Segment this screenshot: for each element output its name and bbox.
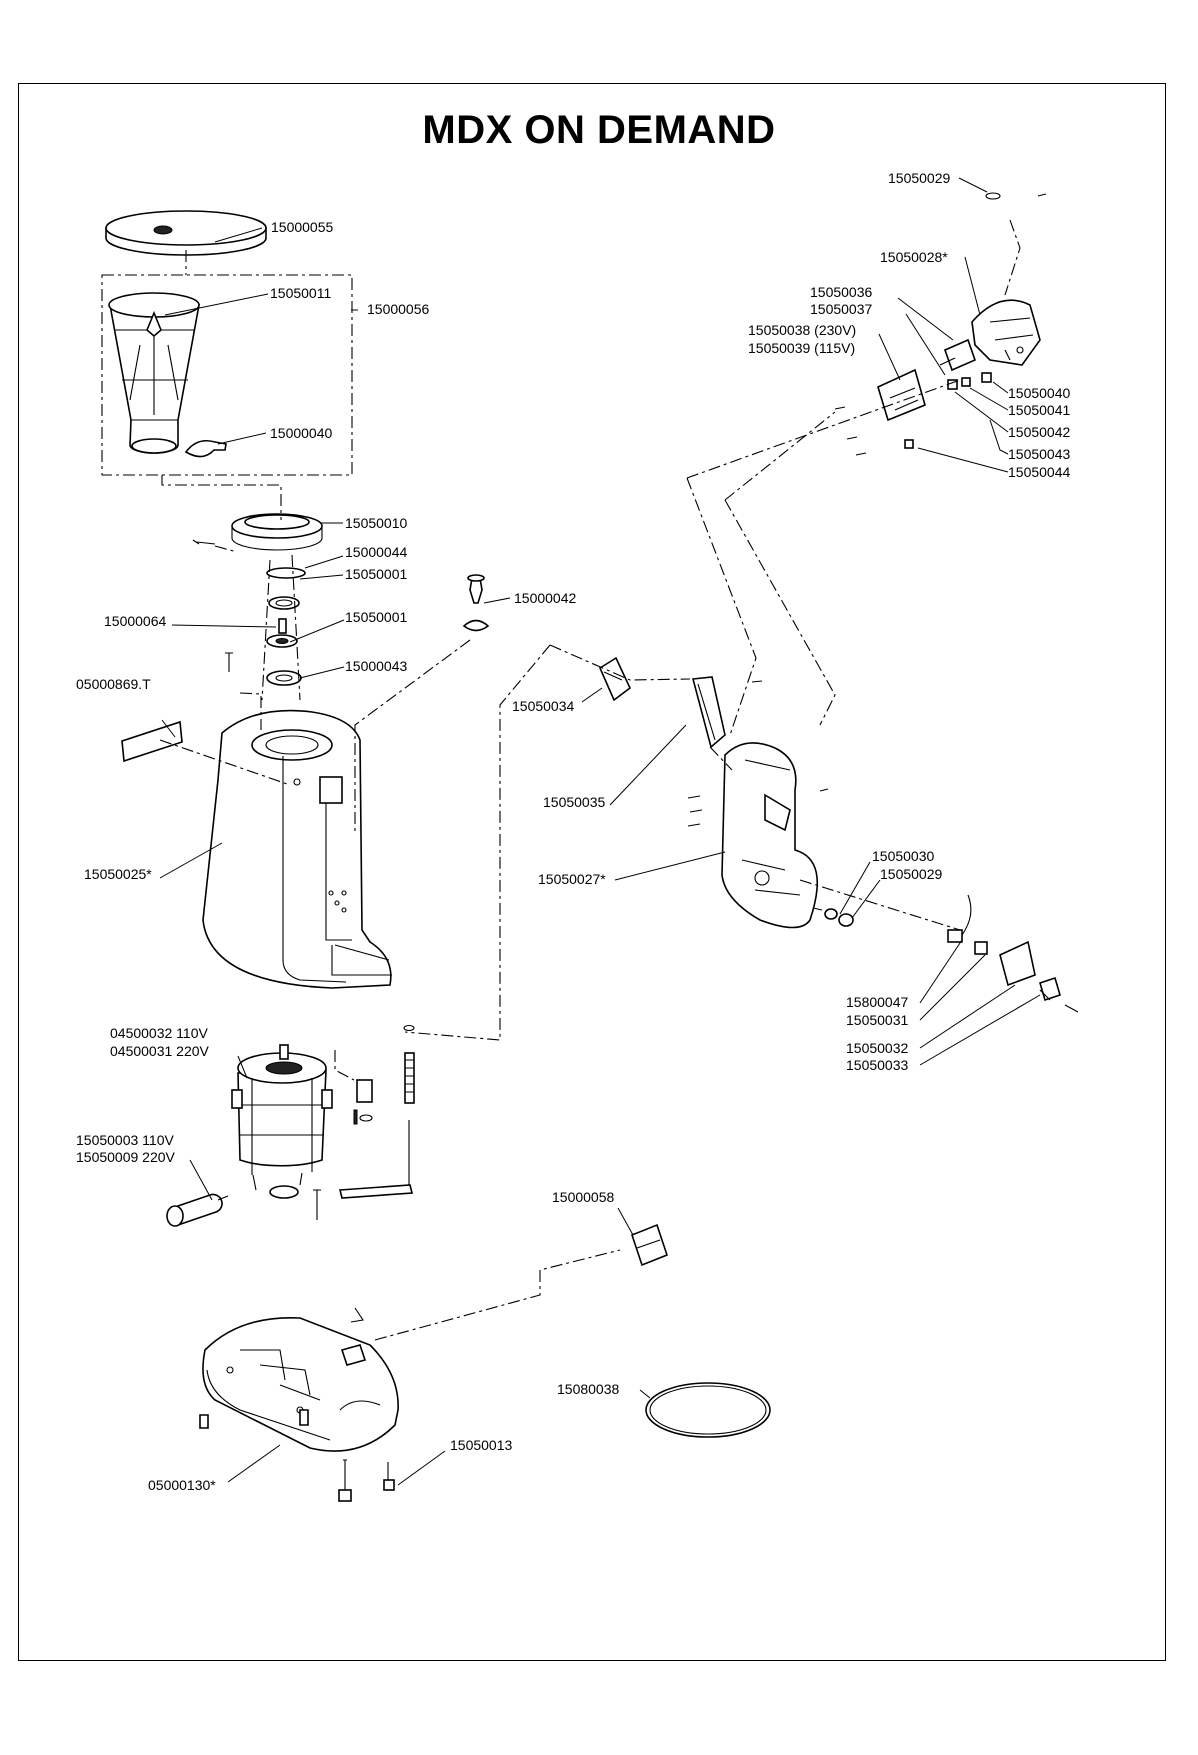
part-label-15050001-a: 15050001 xyxy=(345,566,408,582)
part-label-15050040: 15050040 xyxy=(1008,385,1071,401)
part-label-15000042: 15000042 xyxy=(514,590,577,606)
part-label-15800047: 15800047 xyxy=(846,994,909,1010)
switch-screws xyxy=(834,406,867,456)
part-label-15050028: 15050028* xyxy=(880,249,948,265)
washer-a xyxy=(824,908,838,920)
part-label-15050011: 15050011 xyxy=(270,285,332,301)
burr-carrier-ring xyxy=(231,513,323,551)
part-label-15050030: 15050030 xyxy=(872,848,935,864)
lever-assembly xyxy=(338,1024,415,1199)
dispenser-knob-part xyxy=(462,574,490,632)
capacitor xyxy=(166,1193,229,1227)
part-label-15050029-top: 15050029 xyxy=(888,170,951,186)
part-label-15050043: 15050043 xyxy=(1008,446,1071,462)
power-switch xyxy=(631,1223,668,1267)
part-label-05000130: 05000130* xyxy=(148,1477,216,1493)
part-label-15050042: 15050042 xyxy=(1008,424,1071,440)
part-label-15000040: 15000040 xyxy=(270,425,333,441)
hopper-assembly-box xyxy=(101,274,353,476)
part-label-15050029-mid: 15050029 xyxy=(880,866,943,882)
dosing-tube xyxy=(691,676,726,749)
body-screw xyxy=(225,652,233,672)
washer-b xyxy=(838,913,854,927)
base-clip xyxy=(350,1307,364,1323)
washer-screw xyxy=(812,907,823,911)
part-label-15050033: 15050033 xyxy=(846,1057,909,1073)
part-label-15050003: 15050003 110V xyxy=(76,1132,174,1148)
screw-left xyxy=(192,539,216,545)
part-label-15050039: 15050039 (115V) xyxy=(748,340,856,356)
part-label-15000044: 15000044 xyxy=(345,544,408,560)
part-label-15000043: 15000043 xyxy=(345,658,408,674)
part-label-15050044: 15050044 xyxy=(1008,464,1071,480)
part-label-15050031: 15050031 xyxy=(846,1012,909,1028)
assembly-dash-lines xyxy=(159,219,1021,1341)
part-label-15050034: 15050034 xyxy=(512,698,575,714)
part-label-15000064: 15000064 xyxy=(104,613,167,629)
part-label-15050035: 15050035 xyxy=(543,794,606,810)
label-sticker xyxy=(121,720,183,763)
chute-screw xyxy=(751,680,763,683)
burr-parts-stack xyxy=(266,567,306,686)
part-label-15050027: 15050027* xyxy=(538,871,606,887)
switch-module xyxy=(877,338,992,449)
part-label-15050001-b: 15050001 xyxy=(345,609,408,625)
part-label-15050041: 15050041 xyxy=(1008,402,1071,418)
motor-gasket xyxy=(269,1185,299,1199)
part-label-15080038: 15080038 xyxy=(557,1381,620,1397)
part-label-15050037: 15050037 xyxy=(810,301,873,317)
display-housing xyxy=(971,299,1041,366)
part-label-15050025: 15050025* xyxy=(84,866,152,882)
motor-screw xyxy=(313,1189,321,1220)
motor xyxy=(231,1044,333,1191)
hopper xyxy=(108,292,200,454)
top-washer xyxy=(985,192,1001,200)
top-screw xyxy=(1037,193,1047,197)
drawing-title: MDX ON DEMAND xyxy=(422,108,776,152)
holder-screws xyxy=(687,788,829,827)
part-label-15000055: 15000055 xyxy=(271,219,334,235)
part-label-15050013: 15050013 xyxy=(450,1437,513,1453)
part-label-15000058: 15000058 xyxy=(552,1189,615,1205)
base-screws xyxy=(338,1459,395,1502)
leader-lines xyxy=(159,177,1041,1486)
drawing-border xyxy=(18,83,1166,1661)
base-plate xyxy=(202,1316,399,1452)
grinder-body xyxy=(202,709,392,989)
microswitch-assembly xyxy=(947,894,1079,1013)
part-label-15050010: 15050010 xyxy=(345,515,408,531)
part-label-04500031: 04500031 220V xyxy=(110,1043,209,1059)
part-label-15050032: 15050032 xyxy=(846,1040,909,1056)
base-foot-b xyxy=(299,1409,309,1426)
base-foot-a xyxy=(199,1414,209,1429)
part-label-15050038: 15050038 (230V) xyxy=(748,322,857,338)
part-label-04500032: 04500032 110V xyxy=(110,1025,208,1041)
base-gasket-ring xyxy=(645,1382,771,1438)
hopper-gate-knob xyxy=(184,439,227,458)
part-label-05000869t: 05000869.T xyxy=(76,676,151,692)
hopper-lid xyxy=(105,210,267,256)
part-label-15050036: 15050036 xyxy=(810,284,873,300)
coffee-chute xyxy=(598,656,631,702)
part-label-15050009: 15050009 220V xyxy=(76,1149,175,1165)
part-label-15000056: 15000056 xyxy=(367,301,430,317)
portafilter-fork-holder xyxy=(721,742,818,929)
